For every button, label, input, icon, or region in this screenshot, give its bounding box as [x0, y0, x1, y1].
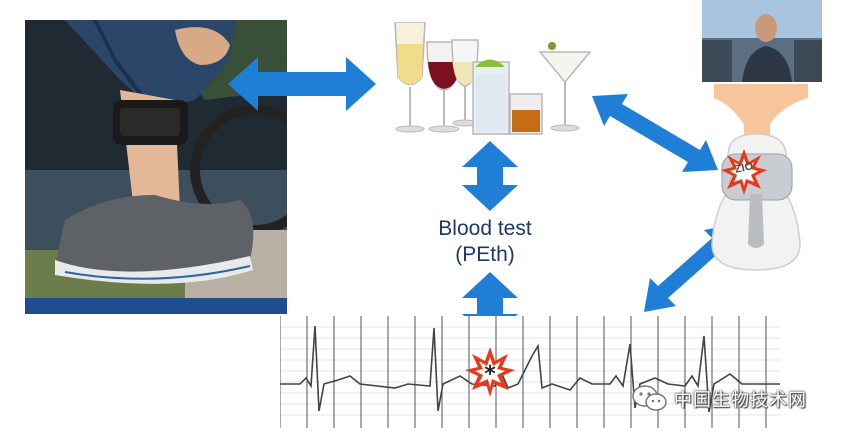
watermark-text: 中国生物技术网: [674, 390, 807, 411]
svg-text:*: *: [484, 362, 496, 387]
blood-test-label: Blood test (PEth): [405, 216, 565, 268]
burst-icon: [721, 149, 767, 195]
blood-test-label-line1: Blood test: [438, 217, 532, 240]
presenter-video: [702, 0, 822, 82]
ecg-strip: [280, 316, 780, 428]
drinks-glasses: [394, 22, 592, 135]
arrow-drinks-zio: [592, 94, 718, 172]
watermark: 中国生物技术网: [632, 384, 807, 414]
arrow-ankle-drinks: [228, 57, 376, 111]
blood-test-label-line2: (PEth): [455, 243, 515, 266]
ecg-burst-icon: *: [465, 347, 515, 397]
arrow-drinks-bloodtest: [462, 141, 518, 211]
wechat-icon: [632, 385, 667, 411]
